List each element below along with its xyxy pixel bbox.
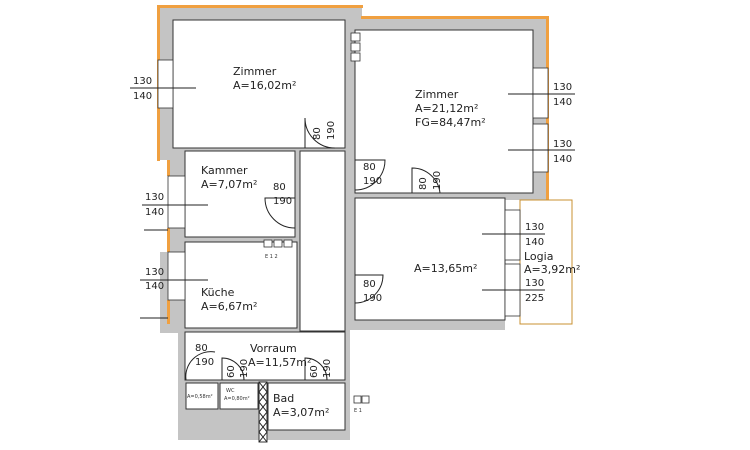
window-1-width: 130 [133, 76, 152, 87]
total-area: FG=84,47m² [415, 116, 486, 129]
zimmer-right-name: Zimmer [415, 88, 459, 101]
wc-area: A=0,80m² [224, 396, 250, 402]
window-5-width: 130 [553, 139, 572, 150]
kueche-area: A=6,67m² [201, 300, 257, 313]
room-right [354, 197, 506, 321]
kueche-name: Küche [201, 286, 235, 299]
bad-name: Bad [273, 392, 294, 405]
zimmer-left-area: A=16,02m² [233, 79, 296, 92]
door-1-height: 190 [326, 121, 337, 140]
window-7-width: 130 [525, 278, 544, 289]
vorraum-name: Vorraum [250, 342, 297, 355]
room-kueche [184, 241, 298, 329]
chimney-icons [263, 32, 370, 404]
window-3-height: 140 [145, 281, 164, 292]
door-4-height: 190 [432, 171, 443, 190]
room-kammer [184, 150, 296, 238]
door-5-height: 190 [363, 293, 382, 304]
dimension-leaders [130, 87, 575, 319]
chimney-label-kitchen: E 1 2 [265, 254, 278, 260]
room-vorraum [184, 331, 346, 381]
door-6-width: 80 [195, 343, 208, 354]
zimmer-right-area: A=21,12m² [415, 102, 478, 115]
window-4-height: 140 [553, 97, 572, 108]
door-dimensions: 80 190 80 190 80 190 80 190 80 190 80 19… [195, 121, 443, 378]
zimmer-left-name: Zimmer [233, 65, 277, 78]
window-1-height: 140 [133, 91, 152, 102]
window-dimensions: 130 140 130 140 130 140 130 140 130 140 … [133, 76, 572, 304]
window-6-height: 140 [525, 237, 544, 248]
door-6-height: 190 [195, 357, 214, 368]
door-7-height: 190 [239, 359, 250, 378]
vorraum-area: A=11,57m² [248, 356, 311, 369]
window-7-height: 225 [525, 293, 544, 304]
abstell-area: A=0,58m² [187, 394, 213, 400]
room-logia [519, 199, 573, 325]
room-wc [219, 382, 259, 410]
room-abstell [185, 382, 219, 410]
room-right-area: A=13,65m² [414, 262, 477, 275]
wc-name: WC [226, 388, 235, 394]
room-bad [267, 382, 346, 431]
door-2-height: 190 [273, 196, 292, 207]
logia-name: Logia [524, 250, 553, 263]
corridor [299, 150, 346, 332]
bad-area: A=3,07m² [273, 406, 329, 419]
door-3-width: 80 [363, 162, 376, 173]
window-6-width: 130 [525, 222, 544, 233]
door-5-width: 80 [363, 279, 376, 290]
kammer-area: A=7,07m² [201, 178, 257, 191]
door-2-width: 80 [273, 182, 286, 193]
door-swings [185, 117, 441, 381]
chimney-label-bath: E 1 [354, 408, 362, 414]
window-5-height: 140 [553, 154, 572, 165]
door-4-width: 80 [418, 177, 429, 190]
window-2-height: 140 [145, 207, 164, 218]
room-zimmer-left [172, 19, 346, 149]
window-4-width: 130 [553, 82, 572, 93]
logia-area: A=3,92m² [524, 263, 580, 276]
door-7-width: 60 [226, 365, 237, 378]
door-8-width: 60 [309, 365, 320, 378]
window-frames [157, 59, 549, 317]
window-3-width: 130 [145, 267, 164, 278]
door-8-height: 190 [322, 359, 333, 378]
door-3-height: 190 [363, 176, 382, 187]
door-1-width: 80 [312, 127, 323, 140]
window-2-width: 130 [145, 192, 164, 203]
kammer-name: Kammer [201, 164, 248, 177]
